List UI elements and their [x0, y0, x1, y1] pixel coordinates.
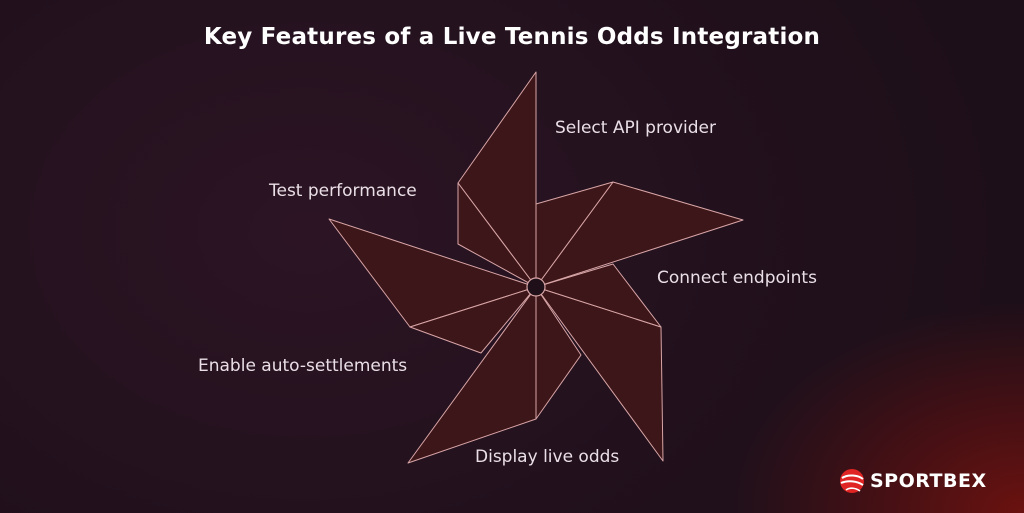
step-label-connect-endpoints: Connect endpoints [657, 268, 817, 288]
blade-4-inner [535, 286, 582, 420]
sportbex-logo-icon [840, 469, 864, 493]
blade-1-inner [457, 182, 537, 288]
brand-logo: SPORTBEX [838, 466, 987, 496]
step-label-enable-auto-settlements: Enable auto-settlements [198, 356, 408, 376]
step-label-display-live-odds: Display live odds [475, 447, 620, 467]
step-label-select-api-provider: Select API provider [555, 118, 716, 138]
blade-5-inner [409, 286, 537, 354]
blade-3-inner [535, 263, 662, 328]
blade-2-inner [535, 181, 614, 288]
brand-name: SPORTBEX [870, 470, 987, 492]
page-title: Key Features of a Live Tennis Odds Integ… [203, 24, 821, 50]
step-label-test-performance: Test performance [269, 181, 417, 201]
pinwheel-hub [526, 277, 546, 297]
